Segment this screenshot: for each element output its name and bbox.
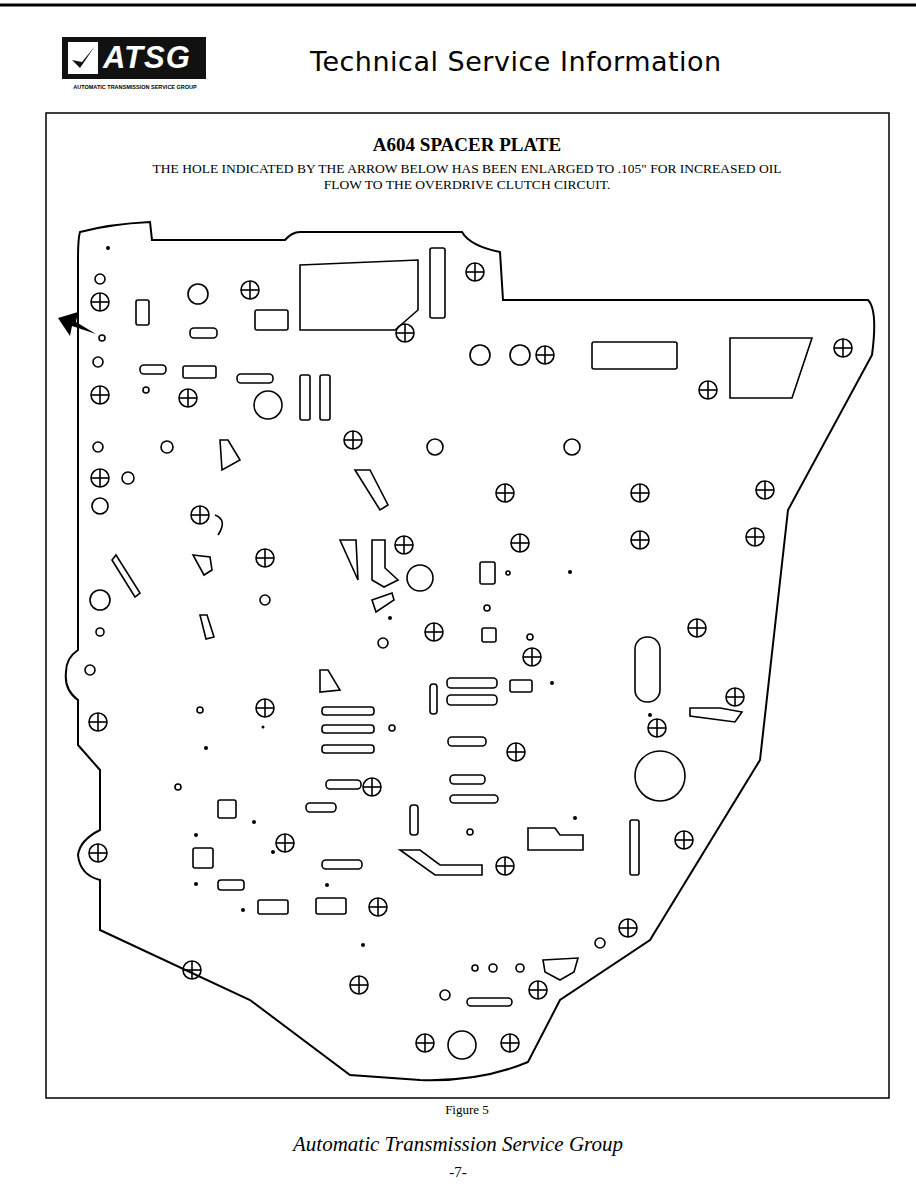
service-note: THE HOLE INDICATED BY THE ARROW BELOW HA…: [150, 161, 784, 192]
footer-text: Automatic Transmission Service Group: [158, 1132, 758, 1157]
figure-title: A604 SPACER PLATE: [200, 134, 734, 157]
logo-subtitle: AUTOMATIC TRANSMISSION SERVICE GROUP: [50, 84, 220, 91]
page-number: -7-: [408, 1163, 508, 1181]
logo-text: ATSG: [103, 39, 203, 76]
figure-caption: Figure 5: [367, 1102, 567, 1118]
header-text: Technical Service Information: [310, 46, 730, 78]
